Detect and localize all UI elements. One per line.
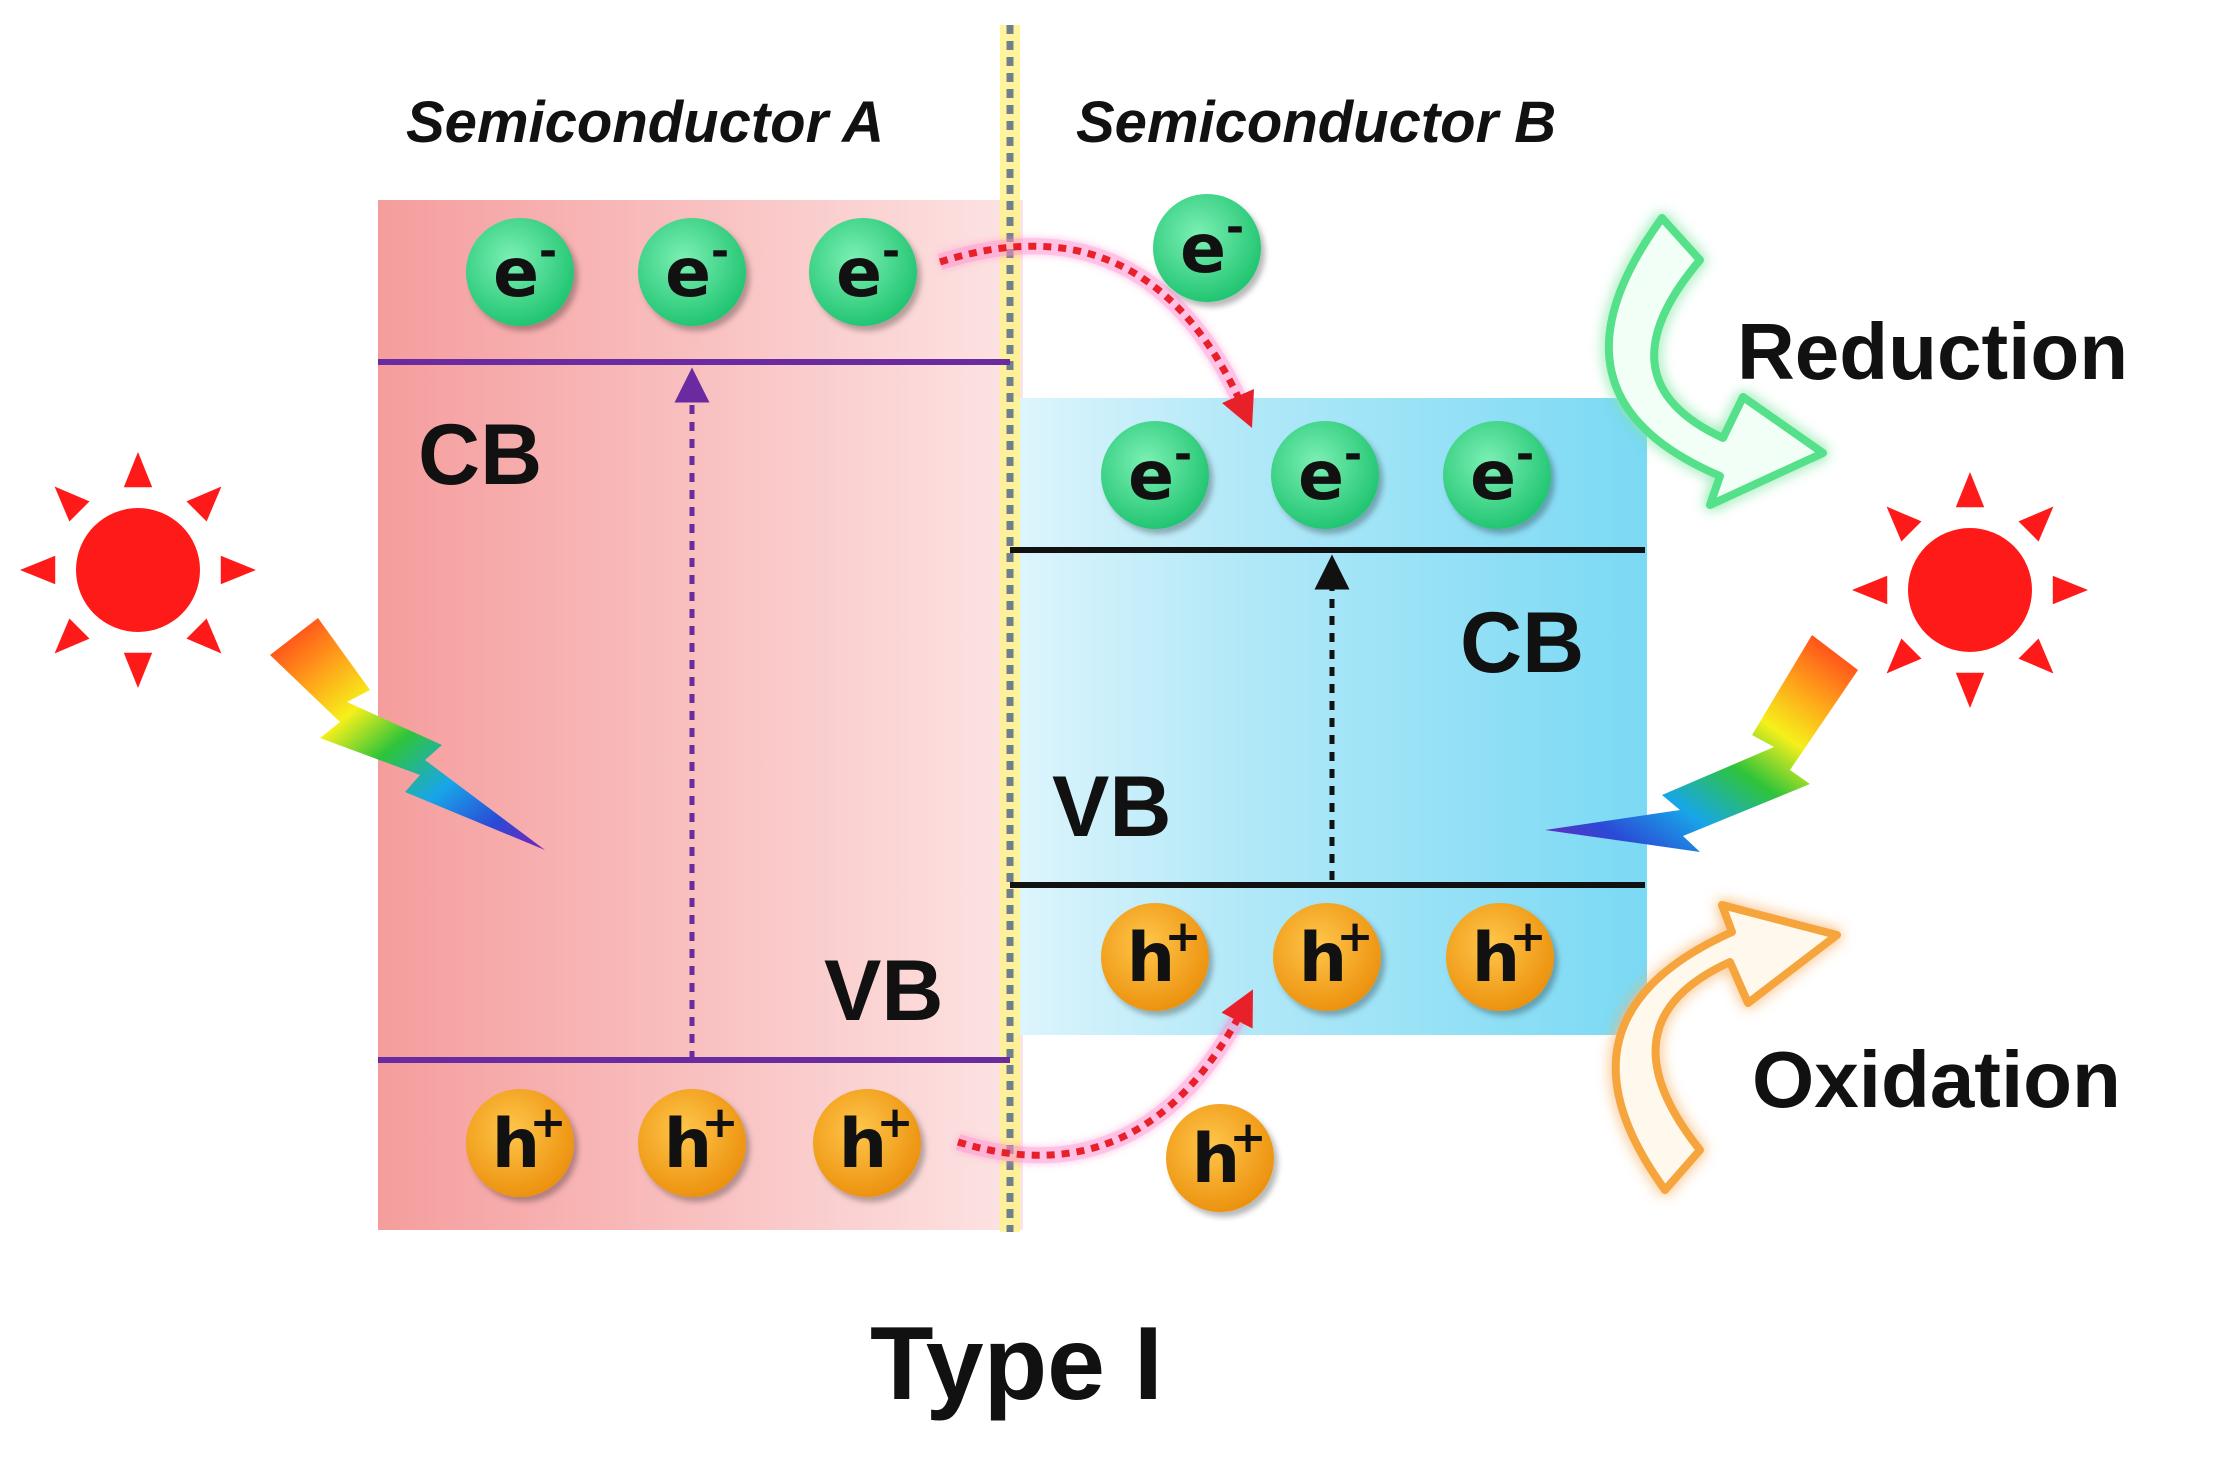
hole-symbol: h	[1127, 919, 1175, 998]
semiconductor-a-region	[378, 200, 1023, 1230]
electron-symbol: e	[665, 234, 711, 313]
hole-charge-sign: +	[1337, 911, 1374, 962]
electron-circle	[1443, 421, 1551, 529]
reduction-label: Reduction	[1737, 307, 2129, 396]
sun-disc	[1908, 528, 2032, 652]
hole-transferring: h+	[1166, 1104, 1274, 1212]
hole-charge-sign: +	[702, 1097, 739, 1148]
sun-ray	[123, 652, 153, 688]
sun-ray	[1886, 638, 1922, 674]
hole-b-vb-3: h+	[1446, 903, 1554, 1011]
sun-ray	[20, 555, 56, 585]
electron-charge-sign: -	[1516, 429, 1534, 480]
semiconductor-a-cb-label: CB	[418, 407, 543, 503]
electron-b-cb-1: e-	[1101, 421, 1209, 529]
sun-ray	[54, 486, 90, 522]
hole-transfer-arrow	[956, 989, 1253, 1159]
electron-charge-sign: -	[1226, 202, 1244, 253]
sun-ray	[186, 486, 222, 522]
sun-ray	[220, 555, 256, 585]
electron-charge-sign: -	[1174, 429, 1192, 480]
hole-symbol: h	[1472, 919, 1520, 998]
electron-circle	[1101, 421, 1209, 529]
hole-b-vb-1: h+	[1101, 903, 1209, 1011]
electron-symbol: e	[493, 234, 539, 313]
electron-circle	[466, 218, 574, 326]
hole-circle	[1273, 903, 1381, 1011]
electron-charge-sign: -	[711, 226, 729, 277]
sun-ray	[2052, 575, 2088, 605]
hole-charge-sign: +	[1510, 911, 1547, 962]
hole-a-vb-3: h+	[813, 1089, 921, 1197]
diagram-caption: Type I	[870, 1306, 1163, 1422]
sun-ray	[1955, 472, 1985, 508]
hole-charge-sign: +	[877, 1097, 914, 1148]
electron-symbol: e	[836, 234, 882, 313]
hole-symbol: h	[1192, 1120, 1240, 1199]
electron-transfer-arrow	[938, 242, 1255, 429]
electron-symbol: e	[1470, 437, 1516, 516]
sun-disc	[76, 508, 200, 632]
hole-symbol: h	[1299, 919, 1347, 998]
sun-ray	[54, 618, 90, 654]
hole-symbol: h	[492, 1105, 540, 1184]
electron-a-cb-2: e-	[638, 218, 746, 326]
reduction-arrow	[1604, 214, 1827, 509]
hole-charge-sign: +	[530, 1097, 567, 1148]
hole-a-vb-1: h+	[466, 1089, 574, 1197]
semiconductor-a-vb-label: VB	[824, 943, 944, 1039]
electron-circle	[638, 218, 746, 326]
charge-carriers: e-e-e-e-e-e-e-h+h+h+h+h+h+h+	[466, 194, 1554, 1212]
sun-ray	[1852, 575, 1888, 605]
electron-charge-sign: -	[1344, 429, 1362, 480]
hole-charge-sign: +	[1165, 911, 1202, 962]
semiconductor-b-cb-label: CB	[1460, 595, 1585, 691]
sun-icon-left	[20, 452, 256, 688]
sun-ray	[1886, 506, 1922, 542]
hole-symbol: h	[664, 1105, 712, 1184]
light-bolt-left	[270, 618, 545, 850]
light-sources	[20, 452, 2088, 708]
electron-circle	[1153, 194, 1261, 302]
electron-a-cb-3: e-	[809, 218, 917, 326]
hole-circle	[1166, 1104, 1274, 1212]
hole-circle	[638, 1089, 746, 1197]
hole-charge-sign: +	[1230, 1112, 1267, 1163]
hole-b-vb-2: h+	[1273, 903, 1381, 1011]
electron-symbol: e	[1128, 437, 1174, 516]
sun-icon-right	[1852, 472, 2088, 708]
electron-charge-sign: -	[882, 226, 900, 277]
sun-ray	[2018, 506, 2054, 542]
sun-ray	[2018, 638, 2054, 674]
electron-circle	[1271, 421, 1379, 529]
electron-symbol: e	[1298, 437, 1344, 516]
electron-a-cb-1: e-	[466, 218, 574, 326]
light-bolt-right	[1545, 635, 1858, 852]
hole-circle	[1446, 903, 1554, 1011]
sun-ray	[186, 618, 222, 654]
electron-transferring: e-	[1153, 194, 1261, 302]
sun-ray	[123, 452, 153, 488]
hole-circle	[466, 1089, 574, 1197]
hole-circle	[813, 1089, 921, 1197]
electron-symbol: e	[1180, 210, 1226, 289]
sun-ray	[1955, 672, 1985, 708]
oxidation-label: Oxidation	[1752, 1035, 2121, 1124]
hole-a-vb-2: h+	[638, 1089, 746, 1197]
semiconductor-b-title: Semiconductor B	[1076, 90, 1557, 155]
semiconductor-a-title: Semiconductor A	[406, 90, 885, 155]
hole-circle	[1101, 903, 1209, 1011]
electron-b-cb-2: e-	[1271, 421, 1379, 529]
electron-circle	[809, 218, 917, 326]
semiconductor-b-vb-label: VB	[1052, 759, 1172, 855]
electron-charge-sign: -	[539, 226, 557, 277]
hole-symbol: h	[839, 1105, 887, 1184]
oxidation-arrow	[1611, 901, 1841, 1194]
electron-b-cb-3: e-	[1443, 421, 1551, 529]
